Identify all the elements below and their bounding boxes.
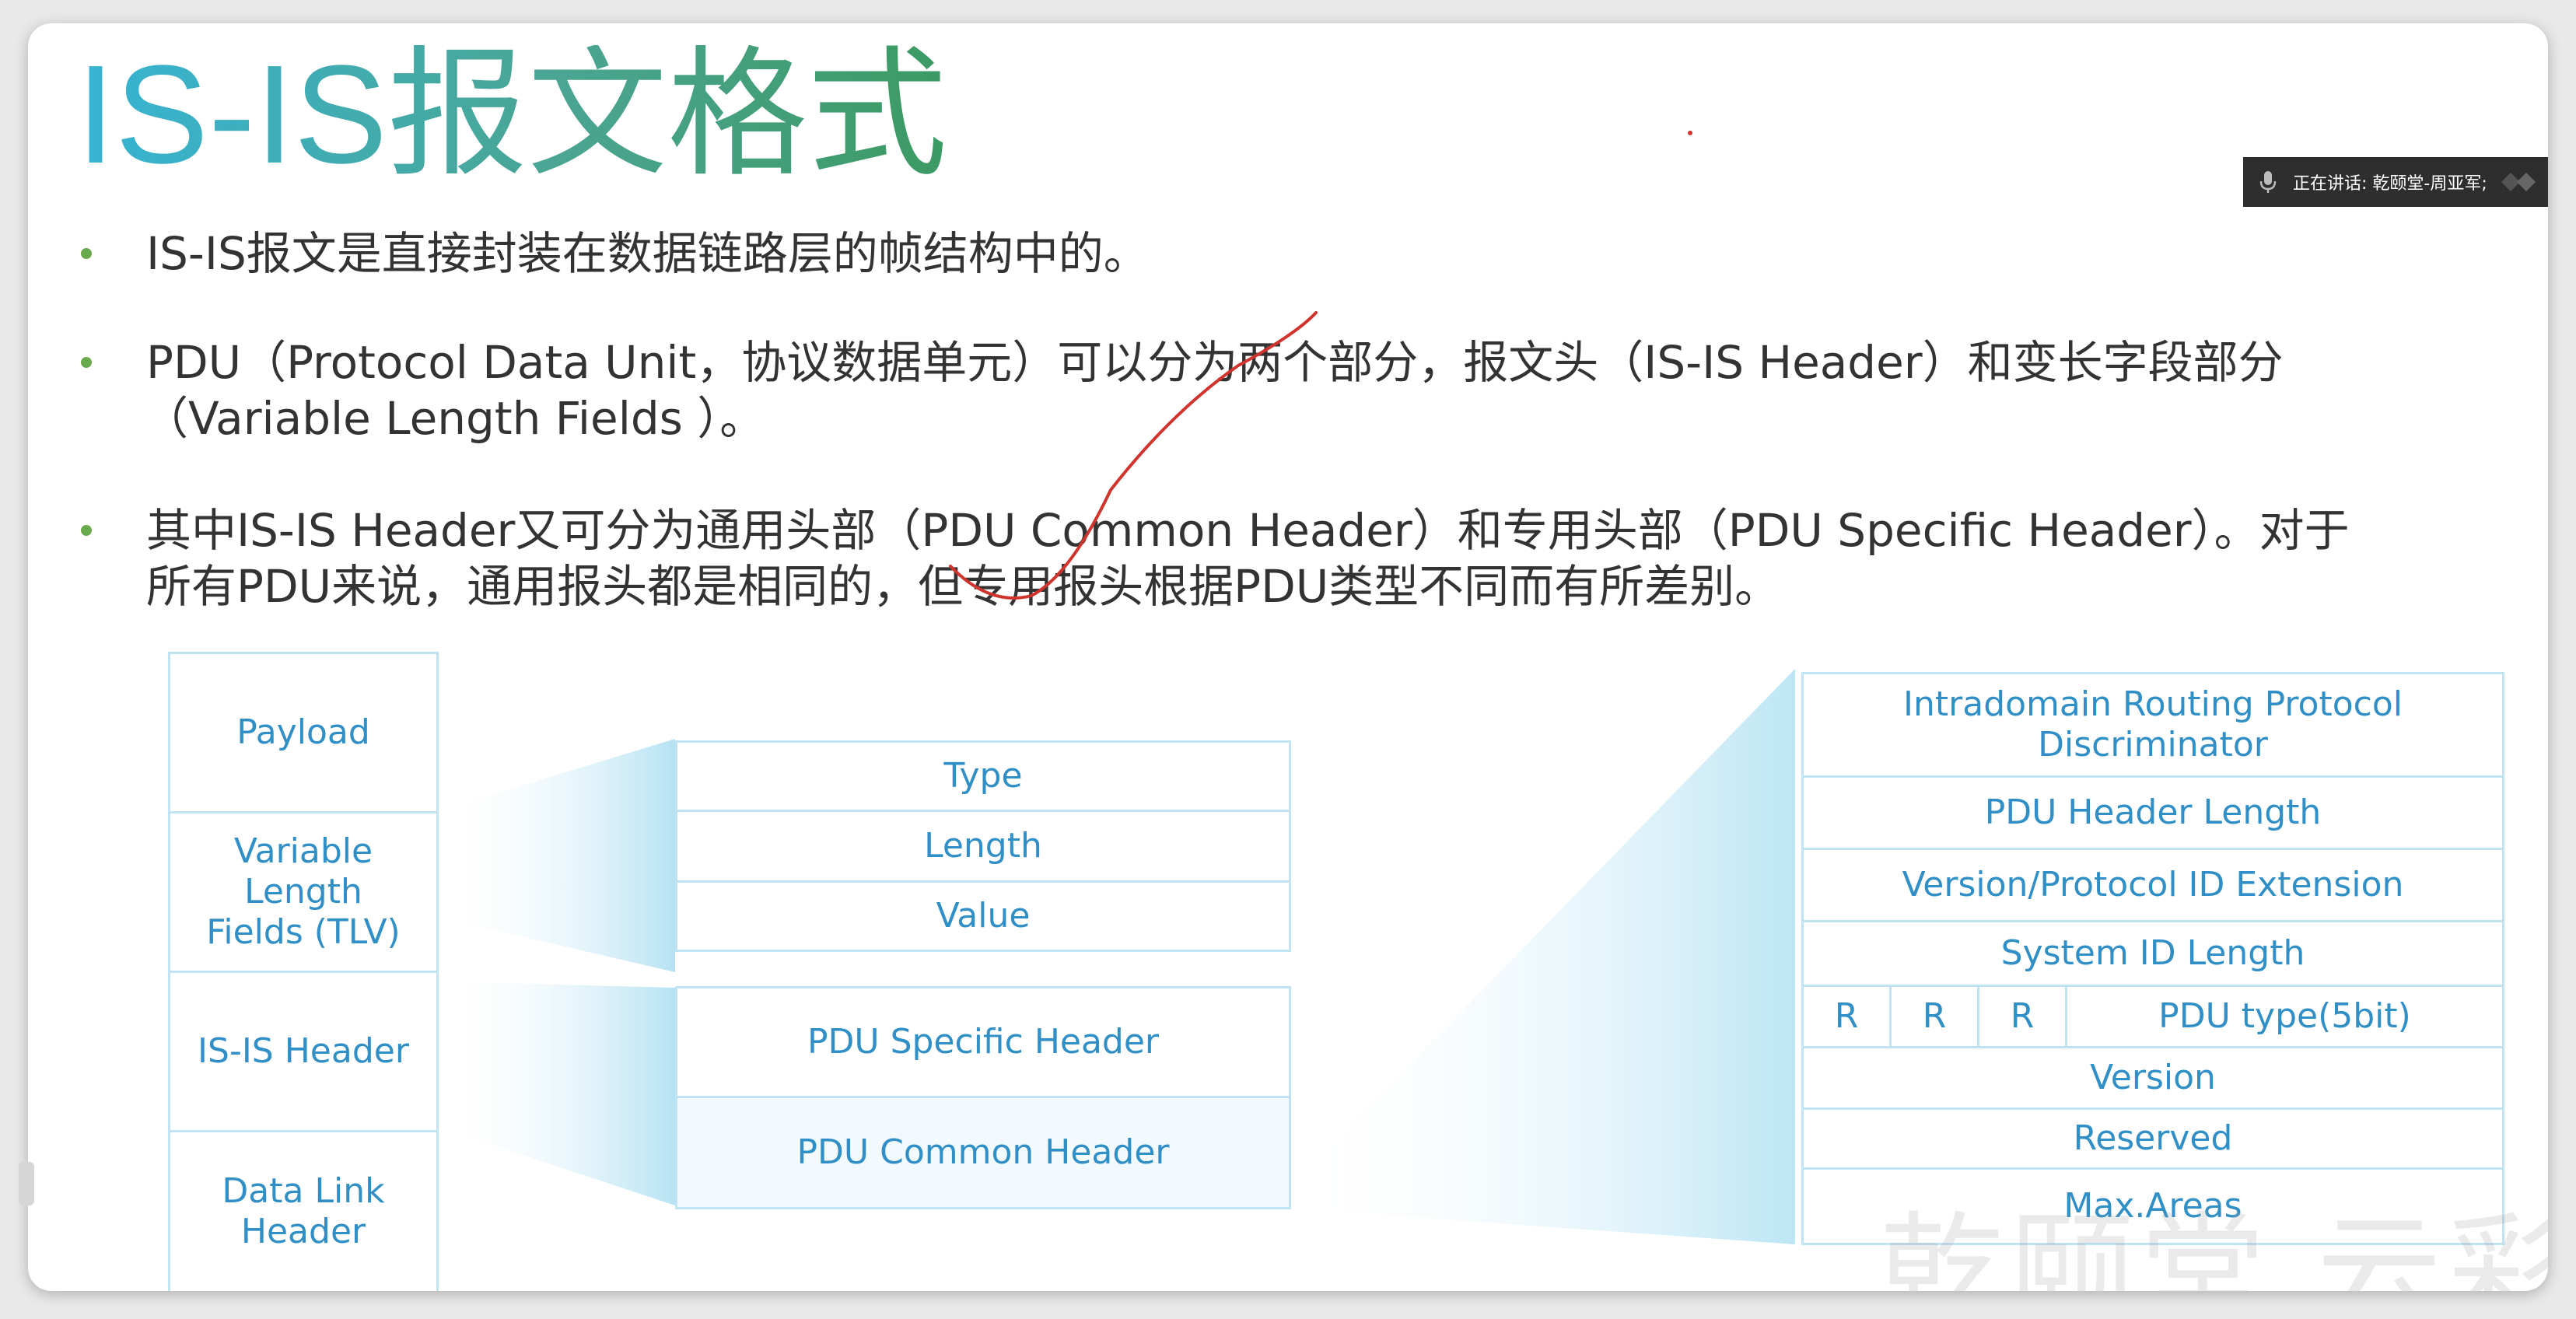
field-system-id-length: System ID Length: [1801, 920, 2504, 987]
speaker-avatar-icon: [2501, 173, 2536, 191]
stack-tlv-label: Variable Length Fields (TLV): [206, 831, 401, 952]
pdu-common-header: PDU Common Header: [675, 1096, 1291, 1209]
stack-variable-length-fields: Variable Length Fields (TLV): [168, 811, 439, 973]
speaker-label: 正在讲话: 乾颐堂-周亚军;: [2293, 174, 2487, 194]
annotation-dot: [1688, 131, 1692, 135]
pdu-specific-header: PDU Specific Header: [675, 986, 1291, 1098]
pdu-common-header-label: PDU Common Header: [796, 1132, 1170, 1172]
stack-isis-header-label: IS-IS Header: [198, 1031, 409, 1071]
field-pdu-type-label: PDU type(5bit): [2158, 996, 2411, 1036]
stack-payload: Payload: [168, 652, 439, 813]
field-reserved-label: Reserved: [2073, 1118, 2233, 1158]
mic-icon: [2243, 170, 2293, 194]
pdu-specific-header-label: PDU Specific Header: [807, 1022, 1160, 1062]
slide: IS-IS报文格式 正在讲话: 乾颐堂-周亚军; IS-IS报文是直接封装在数据…: [28, 23, 2548, 1291]
slide-title: IS-IS报文格式: [76, 37, 948, 193]
field-pdu-header-length-label: PDU Header Length: [1984, 792, 2322, 832]
diagram-connectors: [440, 669, 1795, 1244]
bullet-text-2-cont: （Variable Length Fields ）。: [143, 392, 765, 445]
tlv-length: Length: [675, 810, 1291, 883]
field-reserved-bit: R: [1801, 985, 1892, 1048]
field-version-label: Version: [2090, 1058, 2216, 1097]
pen-annotation: [949, 311, 1318, 600]
bullet-text-3: 其中IS-IS Header又可分为通用头部（PDU Common Header…: [146, 504, 2350, 557]
bullet-text-2: PDU（Protocol Data Unit，协议数据单元）可以分为两个部分，报…: [146, 336, 2284, 389]
field-reserved-bit: R: [1889, 985, 1979, 1048]
field-version-protocol-id: Version/Protocol ID Extension: [1801, 848, 2504, 922]
field-max-areas-label: Max.Areas: [2063, 1186, 2242, 1226]
tlv-length-label: Length: [924, 826, 1042, 866]
bullet-marker: [81, 248, 92, 259]
tlv-type-label: Type: [943, 756, 1023, 796]
tlv-type: Type: [675, 740, 1291, 812]
field-reserved: Reserved: [1801, 1107, 2504, 1170]
field-version-protocol-id-label: Version/Protocol ID Extension: [1902, 865, 2404, 904]
reserved-bit-label: R: [1922, 996, 1947, 1036]
field-irpd: Intradomain Routing Protocol Discriminat…: [1801, 672, 2504, 778]
bullet-marker: [81, 357, 92, 368]
bullet-text-3-cont: 所有PDU来说，通用报头都是相同的，但专用报头根据PDU类型不同而有所差别。: [146, 560, 1780, 613]
field-irpd-label: Intradomain Routing Protocol Discriminat…: [1903, 684, 2403, 764]
tlv-value-label: Value: [936, 896, 1031, 936]
reserved-bit-label: R: [1834, 996, 1859, 1036]
field-system-id-length-label: System ID Length: [2000, 933, 2305, 973]
stack-isis-header: IS-IS Header: [168, 971, 439, 1132]
stack-data-link-header: Data Link Header: [168, 1130, 439, 1291]
side-drag-handle[interactable]: [19, 1162, 34, 1205]
stack-payload-label: Payload: [236, 712, 370, 752]
speaker-indicator: 正在讲话: 乾颐堂-周亚军;: [2243, 157, 2548, 207]
bullet-marker: [81, 525, 92, 536]
stack-data-link-label: Data Link Header: [222, 1171, 385, 1251]
field-pdu-header-length: PDU Header Length: [1801, 775, 2504, 850]
field-reserved-bit: R: [1977, 985, 2067, 1048]
field-pdu-type: PDU type(5bit): [2065, 985, 2504, 1048]
watermark: 乾颐堂 云彩: [1879, 1199, 2548, 1291]
bullet-text-1: IS-IS报文是直接封装在数据链路层的帧结构中的。: [146, 227, 1149, 280]
field-max-areas: Max.Areas: [1801, 1167, 2504, 1245]
reserved-bit-label: R: [2010, 996, 2035, 1036]
tlv-value: Value: [675, 880, 1291, 952]
field-version: Version: [1801, 1046, 2504, 1110]
